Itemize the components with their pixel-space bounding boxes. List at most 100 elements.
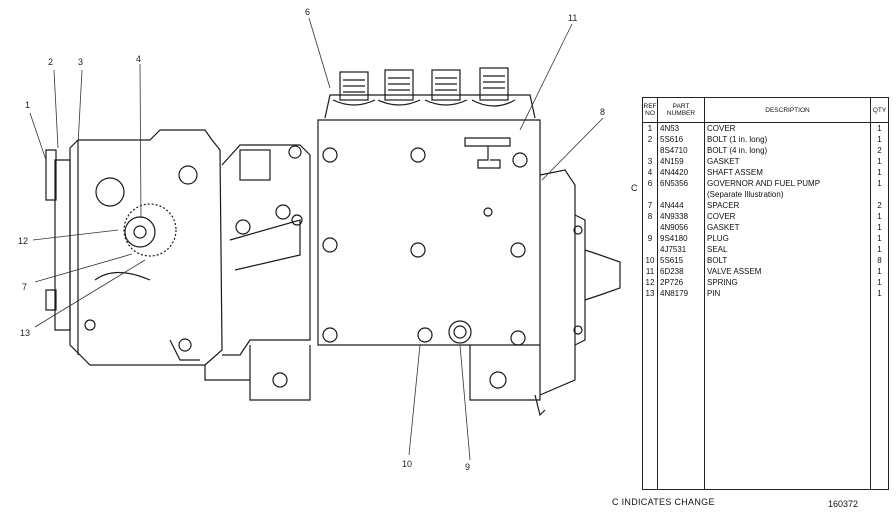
table-header-row: REF NO PART NUMBER DESCRIPTION QTY xyxy=(642,97,889,123)
cell-part-number: 4J7531 xyxy=(657,244,705,255)
cell-part-number: 4N53 xyxy=(657,122,705,134)
cell-ref-no: 12 xyxy=(642,277,658,288)
table-filler-cell xyxy=(871,319,889,490)
cell-part-number: 5S615 xyxy=(657,255,705,266)
cell-description: SEAL xyxy=(704,244,871,255)
cell-description: GASKET xyxy=(704,222,871,233)
cell-qty: 2 xyxy=(877,201,882,210)
header-qty: QTY xyxy=(870,97,889,123)
cell-ref-no: 4 xyxy=(642,167,658,178)
cell-ref-no: 11 xyxy=(642,266,658,277)
change-legend: C INDICATES CHANGE xyxy=(612,497,715,507)
change-marker: C xyxy=(631,183,638,193)
cell-qty: 2 xyxy=(877,146,882,155)
cell-part-number xyxy=(657,189,705,200)
cell-qty: 1 xyxy=(877,289,882,298)
cell-ref-no: 6 xyxy=(642,178,658,189)
cell-part-number: 9S4180 xyxy=(657,233,705,244)
table-row: (Separate Illustration) xyxy=(642,189,889,200)
cell-part-number: 4N9338 xyxy=(657,211,705,222)
cell-part-number: 4N159 xyxy=(657,156,705,167)
callout-9: 9 xyxy=(465,462,471,472)
cell-qty: 1 xyxy=(877,267,882,276)
cell-part-number: 4N4420 xyxy=(657,167,705,178)
cell-ref-no: 7 xyxy=(642,200,658,211)
callout-10: 10 xyxy=(402,459,413,469)
callout-12: 12 xyxy=(18,236,29,246)
header-part-number: PART NUMBER xyxy=(657,97,705,123)
callout-13: 13 xyxy=(20,328,31,338)
cell-part-number: 6D238 xyxy=(657,266,705,277)
callout-6: 6 xyxy=(305,7,311,17)
callout-3: 3 xyxy=(78,57,84,67)
header-description: DESCRIPTION xyxy=(704,97,871,123)
cell-description: PIN xyxy=(704,288,871,319)
cell-qty: 1 xyxy=(877,179,882,188)
cell-description: GASKET xyxy=(704,156,871,167)
cell-ref-no xyxy=(642,244,658,255)
cell-part-number: 6N5356 xyxy=(657,178,705,189)
cell-description: COVER xyxy=(704,122,871,134)
cell-qty xyxy=(871,189,889,200)
cell-ref-no: 13 xyxy=(642,288,658,319)
callout-11: 11 xyxy=(568,13,578,23)
cell-qty: 1 xyxy=(877,245,882,254)
table-filler-cell xyxy=(642,319,658,490)
figure-number: 160372 xyxy=(828,499,859,509)
cell-part-number: 4N8179 xyxy=(657,288,705,319)
table-filler-cell xyxy=(704,319,871,490)
cell-qty: 1 xyxy=(877,223,882,232)
cell-part-number: 4N444 xyxy=(657,200,705,211)
cell-ref-no: 3 xyxy=(642,156,658,167)
cell-ref-no: 10 xyxy=(642,255,658,266)
cell-part-number: 5S616 xyxy=(657,134,705,145)
cell-qty: 1 xyxy=(877,124,882,133)
cell-description: VALVE ASSEM xyxy=(704,266,871,277)
header-ref-no: REF NO xyxy=(642,97,658,123)
cell-qty: 1 xyxy=(877,135,882,144)
cell-description: BOLT (1 in. long) xyxy=(704,134,871,145)
cell-qty: 1 xyxy=(877,157,882,166)
cell-ref-no xyxy=(642,189,658,200)
callout-1: 1 xyxy=(25,100,31,110)
cell-ref-no xyxy=(642,145,658,156)
cell-description: SPRING xyxy=(704,277,871,288)
cell-qty: 8 xyxy=(877,256,882,265)
cell-description: PLUG xyxy=(704,233,871,244)
cell-ref-no: 1 xyxy=(642,122,658,134)
cell-description: COVER xyxy=(704,211,871,222)
table-filler-cell xyxy=(657,319,705,490)
cell-ref-no: 9 xyxy=(642,233,658,244)
cell-part-number: 8S4710 xyxy=(657,145,705,156)
pump-illustration xyxy=(29,17,621,461)
cell-qty: 1 xyxy=(877,278,882,287)
cell-ref-no xyxy=(642,222,658,233)
cell-part-number: 2P726 xyxy=(657,277,705,288)
cell-qty: 1 xyxy=(877,234,882,243)
cell-description: (Separate Illustration) xyxy=(704,189,871,200)
cell-qty: 1 xyxy=(877,212,882,221)
callout-8: 8 xyxy=(600,107,606,117)
table-filler-row xyxy=(642,319,889,490)
callout-7: 7 xyxy=(22,282,28,292)
cell-ref-no: 2 xyxy=(642,134,658,145)
cell-description: SHAFT ASSEM xyxy=(704,167,871,178)
callout-2: 2 xyxy=(48,57,54,67)
cell-description: GOVERNOR AND FUEL PUMP xyxy=(704,178,871,189)
